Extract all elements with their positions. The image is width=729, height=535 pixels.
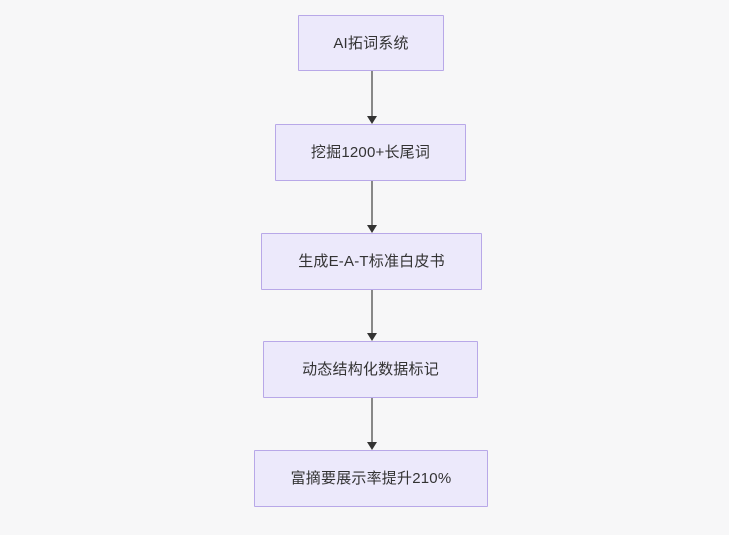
edge-line [371,71,373,117]
edge-node4-to-node5 [366,398,377,450]
edge-line [371,181,373,226]
arrowhead-icon [366,442,377,450]
edge-line [371,398,373,443]
flowchart-node-mine-longtail-keywords[interactable]: 挖掘1200+长尾词 [275,124,466,181]
arrowhead-icon [366,116,377,124]
edge-node1-to-node2 [366,71,377,124]
flowchart-node-dynamic-structured-data[interactable]: 动态结构化数据标记 [263,341,478,398]
edge-node3-to-node4 [366,290,377,341]
node-label: 富摘要展示率提升210% [290,470,452,487]
arrowhead-icon [366,333,377,341]
node-label: 挖掘1200+长尾词 [310,144,431,161]
node-label: AI拓词系统 [333,34,409,52]
node-label: 生成E-A-T标准白皮书 [298,253,445,270]
flowchart-node-rich-snippet-uplift[interactable]: 富摘要展示率提升210% [254,450,488,507]
arrowhead-icon [366,225,377,233]
node-label: 动态结构化数据标记 [302,361,439,378]
edge-line [371,290,373,334]
flowchart-node-ai-keyword-system[interactable]: AI拓词系统 [298,15,444,71]
edge-node2-to-node3 [366,181,377,233]
flowchart-node-generate-eat-whitepaper[interactable]: 生成E-A-T标准白皮书 [261,233,482,290]
